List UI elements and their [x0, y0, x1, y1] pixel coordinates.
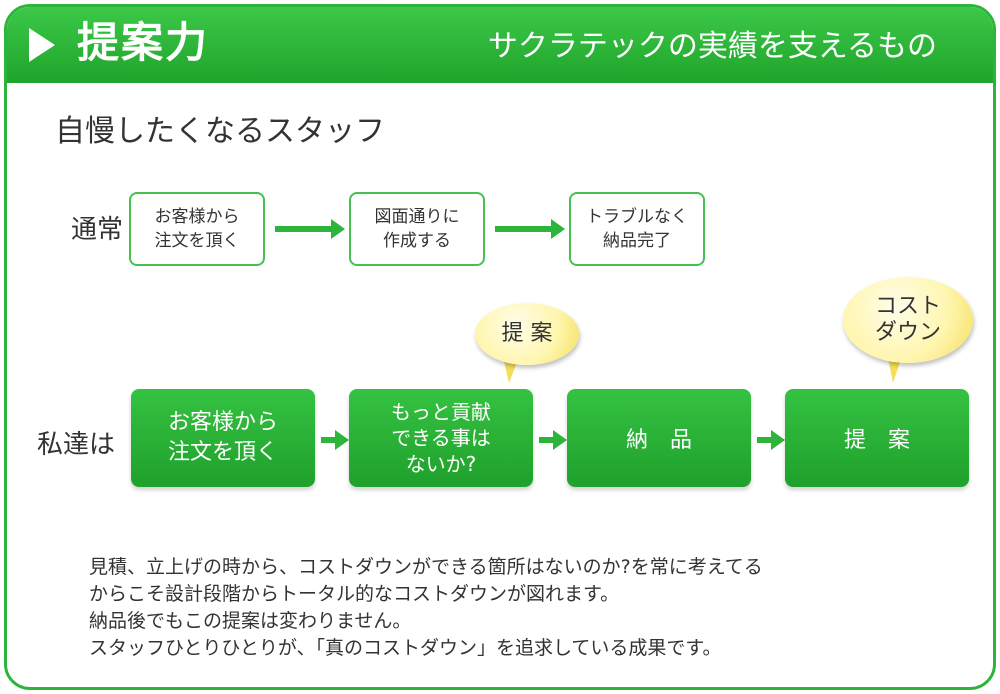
proposal-bubble: 提 案 [475, 303, 579, 365]
description-line: 納品後でもこの提案は変わりません。 [89, 610, 412, 632]
normal-step-build: 図面通りに 作成する [349, 192, 485, 266]
panel-title: 提案力 [77, 18, 210, 67]
normal-flow-label: 通常 [71, 215, 124, 245]
our-step-order: お客様から 注文を頂く [131, 389, 315, 487]
arrow-icon [275, 219, 345, 239]
our-step-deliver: 納 品 [567, 389, 751, 487]
section-title: 自慢したくなるスタッフ [55, 114, 385, 149]
arrow-icon [321, 430, 349, 450]
arrow-icon [757, 430, 785, 450]
cost-down-bubble: コスト ダウン [843, 277, 973, 363]
description-text: 見積、立上げの時から、コストダウンができる箇所はないのか?を常に考えてる からこ… [89, 554, 763, 662]
description-line: 見積、立上げの時から、コストダウンができる箇所はないのか?を常に考えてる [89, 556, 763, 578]
our-flow-label: 私達は [37, 430, 116, 460]
arrow-icon [495, 219, 565, 239]
proposal-panel: 提案力 サクラテックの実績を支えるもの 自慢したくなるスタッフ 通常 お客様から… [4, 4, 996, 690]
panel-subtitle: サクラテックの実績を支えるもの [487, 29, 937, 64]
our-step-contribute: もっと貢献 できる事は ないか? [349, 389, 533, 487]
normal-step-order: お客様から 注文を頂く [129, 192, 265, 266]
description-line: スタッフひとりひとりが、「真のコストダウン」を追求している成果です。 [89, 637, 722, 659]
arrow-icon [539, 430, 567, 450]
panel-header: 提案力 サクラテックの実績を支えるもの [7, 7, 993, 83]
our-step-propose: 提 案 [785, 389, 969, 487]
normal-step-deliver: トラブルなく 納品完了 [569, 192, 705, 266]
play-triangle-icon [29, 28, 55, 62]
description-line: からこそ設計段階からトータル的なコストダウンが図れます。 [89, 583, 620, 605]
